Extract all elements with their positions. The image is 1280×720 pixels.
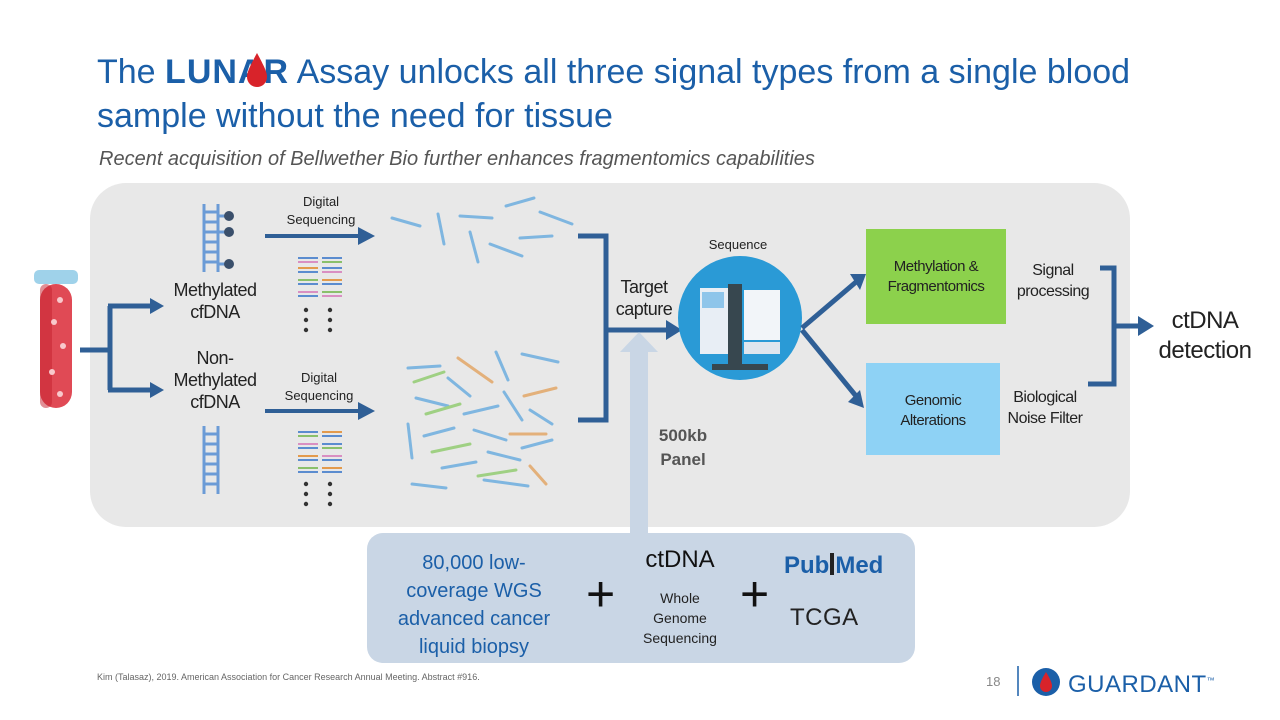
footnote-citation: Kim (Talasaz), 2019. American Associatio… <box>97 672 480 682</box>
capture-arrow <box>608 320 682 340</box>
capture-bracket <box>578 233 609 423</box>
methylation-box-text: Methylation & Fragmentomics <box>866 229 1006 297</box>
guardant-logo-text: GUARDANT™ <box>1068 671 1215 699</box>
read-stack-bottom <box>298 431 342 473</box>
target-capture-line1: Target <box>620 277 668 297</box>
pubmed-bar-icon <box>830 553 835 575</box>
non-methylated-cfdna-label: Non- Methylated cfDNA <box>160 347 270 413</box>
title-prefix: The <box>97 53 156 91</box>
whole-genome-label: Whole Genome Sequencing <box>630 588 730 648</box>
digital-seq-label-bottom: Digital Sequencing <box>274 369 364 405</box>
branch-arrows <box>800 280 858 398</box>
signal-processing-label: Signal processing <box>1008 260 1098 302</box>
wgs-line1: 80,000 low- <box>422 552 526 574</box>
pubmed-text-1: Pub <box>784 552 830 579</box>
genomic-alterations-box: Genomic Alterations <box>866 363 1000 455</box>
digital-seq-top-line2: Sequencing <box>286 212 356 227</box>
blood-tube-icon <box>34 270 78 408</box>
methylation-box-line2: Fragmentomics <box>887 278 985 295</box>
ctdna-wgs-title: ctDNA <box>645 546 715 573</box>
whole-line2: Genome <box>653 610 707 626</box>
methylation-fragmentomics-box: Methylation & Fragmentomics <box>866 229 1006 324</box>
genomic-box-line2: Alterations <box>900 412 966 429</box>
methylation-box-line1: Methylation & <box>893 258 979 275</box>
page-title: The LUNAR Assay unlocks all three signal… <box>97 50 1217 138</box>
guardant-brand: GUARDANT <box>1068 671 1207 698</box>
fragments-top <box>390 196 574 264</box>
unmethylated-dna-icon <box>202 426 220 494</box>
lunar-droplet-icon <box>247 53 267 87</box>
wgs-line2: coverage WGS <box>406 580 542 602</box>
plus-sign-1: + <box>586 566 616 622</box>
ctdna-detection-line2: detection <box>1158 337 1252 364</box>
split-arrow <box>80 303 150 393</box>
trademark: ™ <box>1206 676 1216 685</box>
panel-size-label: 500kb Panel <box>645 424 721 472</box>
genomic-box-line1: Genomic <box>904 392 962 409</box>
ellipsis-dots-bottom <box>303 481 333 507</box>
read-stack-top <box>298 257 342 297</box>
target-capture-line2: capture <box>615 299 673 319</box>
signal-processing-line1: Signal <box>1032 262 1074 279</box>
digital-seq-arrow-bottom <box>265 402 375 420</box>
ctdna-detection-label: ctDNA detection <box>1150 306 1260 366</box>
digital-seq-arrow-top <box>265 227 375 245</box>
target-capture-label: Target capture <box>604 276 684 320</box>
bio-noise-line2: Noise Filter <box>1007 410 1083 427</box>
pubmed-text-2: Med <box>835 552 884 579</box>
methylated-line1: Methylated <box>173 280 257 300</box>
ellipsis-dots-top <box>303 307 333 333</box>
tcga-logo-text: TCGA <box>790 604 859 631</box>
signal-processing-line2: processing <box>1016 283 1090 300</box>
methylated-cfdna-label: Methylated cfDNA <box>160 279 270 323</box>
genomic-box-text: Genomic Alterations <box>866 363 1000 431</box>
wgs-source-label: 80,000 low- coverage WGS advanced cancer… <box>384 549 564 661</box>
panel-size-line1: 500kb <box>658 426 708 445</box>
non-line3: cfDNA <box>190 392 240 412</box>
digital-seq-top-line1: Digital <box>302 194 340 209</box>
title-line1-rest: Assay unlocks all three signal types fro… <box>296 53 1131 91</box>
sequencer-icon <box>678 256 802 380</box>
bio-noise-line1: Biological <box>1013 389 1077 406</box>
panel-size-line2: Panel <box>660 450 706 469</box>
biological-noise-filter-label: Biological Noise Filter <box>1000 387 1090 429</box>
methylated-line2: cfDNA <box>190 302 240 322</box>
digital-seq-label-top: Digital Sequencing <box>276 193 366 229</box>
detection-bracket <box>1088 265 1140 387</box>
title-line2: sample without the need for tissue <box>97 97 613 135</box>
whole-line3: Sequencing <box>643 630 717 646</box>
panel-up-arrow <box>620 332 658 534</box>
lunar-logo-text: LUNAR <box>165 53 290 91</box>
data-sources-panel <box>367 533 915 663</box>
wgs-line4: liquid biopsy <box>418 636 530 658</box>
digital-seq-bottom-line2: Sequencing <box>284 388 354 403</box>
guardant-logo-icon <box>1017 666 1060 696</box>
subtitle: Recent acquisition of Bellwether Bio fur… <box>99 148 815 170</box>
ctdna-detection-line1: ctDNA <box>1171 307 1239 334</box>
page-number: 18 <box>986 674 1001 689</box>
non-line2: Methylated <box>173 370 257 390</box>
plus-sign-2: + <box>740 566 770 622</box>
whole-line1: Whole <box>660 590 700 606</box>
fragments-bottom <box>406 350 560 490</box>
non-line1: Non- <box>196 348 234 368</box>
sequence-label: Sequence <box>708 237 768 252</box>
digital-seq-bottom-line1: Digital <box>300 370 338 385</box>
wgs-line3: advanced cancer <box>397 608 551 630</box>
